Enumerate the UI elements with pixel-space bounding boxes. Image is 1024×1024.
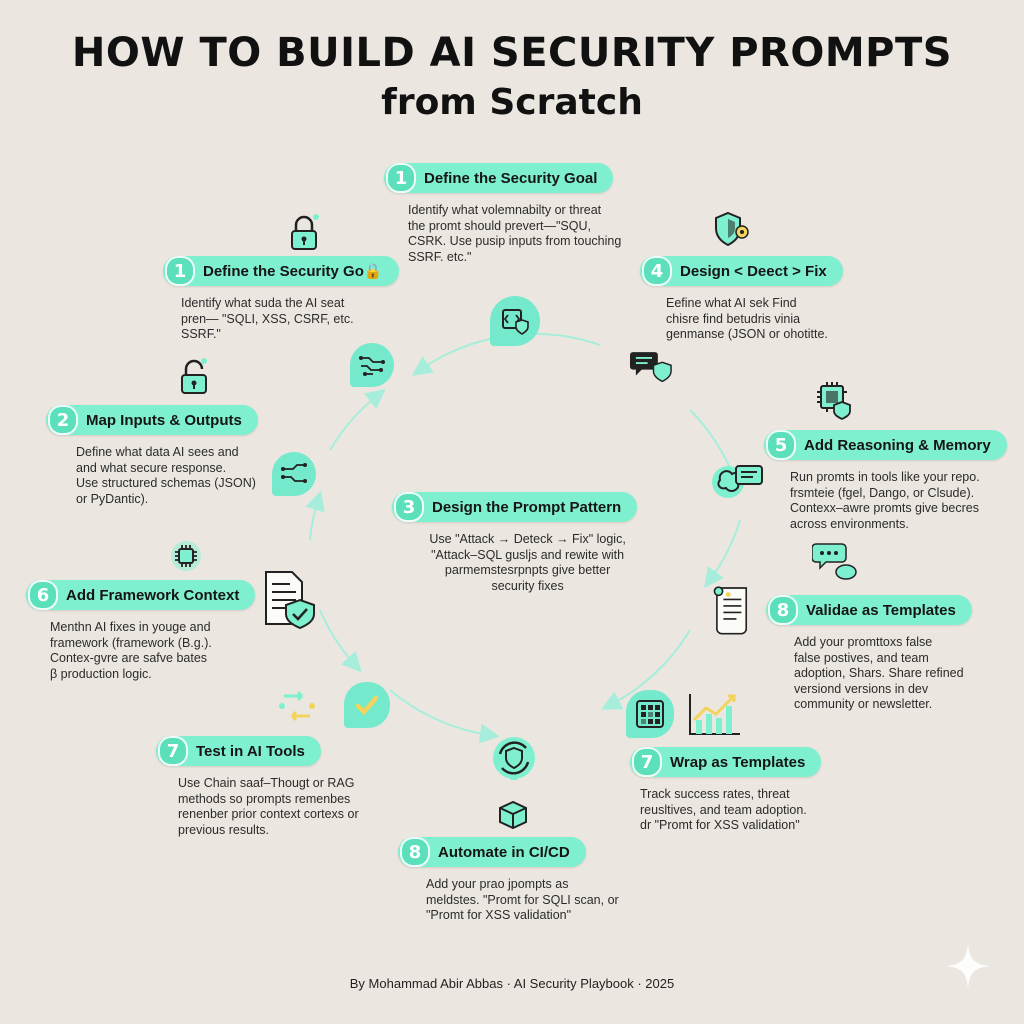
step-label: Validae as Templates: [806, 601, 956, 619]
step-number: 1: [386, 163, 416, 193]
checkmark-icon: [355, 695, 379, 716]
step-description: Track success rates, threat reusltives, …: [640, 787, 807, 832]
ring-arc-left: [305, 490, 325, 541]
grid-icon: [636, 700, 664, 728]
step-number: 1: [165, 256, 195, 286]
step-description: Eefine what AI sek Find chisre find betu…: [666, 296, 828, 341]
scroll-bubble: [712, 586, 756, 635]
ring-arc-bottom-right: [601, 629, 691, 710]
step-number: 7: [632, 747, 662, 777]
step-wrap-templates: 7 Wrap as Templates Track success rates, …: [630, 747, 822, 834]
page-title: HOW TO BUILD AI SECURITY PROMPTS: [71, 30, 953, 76]
document-shield-icon: [265, 571, 315, 630]
step-number: 3: [394, 492, 424, 522]
step-description: Add your promttoxs false false postives,…: [794, 635, 964, 711]
step-label: Map Inputs & Outputs: [86, 411, 242, 429]
step-number: 8: [400, 837, 430, 867]
step-define-security-goal-alt: 1 Define the Security Go🔒 Identify what s…: [163, 256, 399, 343]
package-icon: [499, 800, 527, 830]
step-label: Design < Deect > Fix: [680, 262, 827, 280]
footer-credit: By Mohammad Abir Abbas · AI Security Pla…: [349, 976, 675, 991]
step-validate-templates: 8 Validae as Templates Add your promttoxs…: [766, 595, 972, 713]
chip-shield-icon: [817, 382, 851, 420]
page-subtitle: from Scratch: [381, 82, 643, 123]
circuit-bubble: [350, 343, 394, 387]
ring-arc-bottom: [389, 689, 500, 744]
step-label: Define the Security Goal: [424, 169, 598, 187]
step-description: Use "Attack → Deteck → Fix" logic, "Atta…: [429, 532, 626, 593]
scroll-icon: [713, 586, 748, 635]
step-label: Add Reasoning & Memory: [804, 436, 991, 454]
chat-shield-icon: [630, 352, 672, 383]
step-define-security-goal: 1 Define the Security Goal Identify what …: [384, 163, 621, 265]
shield-cycle-icon: [493, 737, 535, 780]
lock-icon: [291, 214, 319, 250]
step-number: 5: [766, 430, 796, 460]
growth-chart-icon: [689, 694, 740, 735]
ring-arc-top-left: [329, 388, 386, 451]
step-description: Use Chain saaf–Thougt or RAG methods so …: [178, 776, 359, 837]
grid-bubble: [626, 690, 674, 738]
chip-icon: [171, 541, 201, 571]
step-label: Add Framework Context: [66, 586, 240, 604]
recycle-icon: [279, 690, 315, 722]
shield-gear-icon: [715, 211, 749, 247]
step-description: Run promts in tools like your repo. frsm…: [790, 470, 980, 531]
chat-shield-bubble: [630, 344, 674, 388]
step-add-framework-context: 6 Add Framework Context Menthn AI fixes i…: [26, 580, 256, 682]
step-description: Identify what volemnabilty or threat the…: [408, 203, 622, 264]
step-label: Wrap as Templates: [670, 753, 806, 771]
step-number: 4: [642, 256, 672, 286]
step-description: Add your prao jpompts as meldstes. "Prom…: [426, 877, 619, 922]
step-description: Menthn AI fixes in youge and framework (…: [50, 620, 212, 681]
ring-arc-right: [704, 519, 741, 589]
circuit-bubble-2: [272, 452, 316, 496]
circuit-icon: [359, 356, 385, 376]
step-automate-ci-cd: 8 Automate in CI/CD Add your prao jpompts…: [398, 837, 619, 924]
step-number: 2: [48, 405, 78, 435]
step-number: 6: [28, 580, 58, 610]
step-description: Identify what suda the AI seat pre­n— "S…: [181, 296, 354, 341]
step-label: Design the Prompt Pattern: [432, 498, 622, 516]
step-test-ai-tools: 7 Test in AI Tools Use Chain saaf–Thougt …: [156, 736, 359, 838]
circuit-icon: [281, 463, 307, 483]
checkmark-bubble: [344, 682, 390, 728]
open-lock-icon: [181, 358, 207, 394]
step-design-prompt-pattern: 3 Design the Prompt Pattern Use "Attack →…: [392, 492, 638, 594]
step-add-reasoning-memory: 5 Add Reasoning & Memory Run promts in to…: [764, 430, 1007, 532]
sparkle-icon: [946, 944, 990, 988]
step-label: Define the Security Go🔒: [203, 263, 383, 280]
step-label: Automate in CI/CD: [438, 843, 570, 861]
code-shield-icon: [502, 309, 529, 335]
step-number: 7: [158, 736, 188, 766]
step-map-inputs-outputs: 2 Map Inputs & Outputs Define what data A…: [46, 405, 258, 507]
step-design-detect-fix: 4 Design < Deect > Fix Eefine what AI sek…: [640, 256, 843, 343]
chat-bubbles-icon: [812, 543, 857, 580]
step-description: Define what data AI sees and and what se…: [76, 445, 256, 506]
step-label: Test in AI Tools: [196, 742, 305, 760]
brain-chat-icon: [712, 465, 763, 498]
code-shield-bubble: [490, 296, 540, 346]
step-number: 8: [768, 595, 798, 625]
ring-arc-left-bottom: [319, 609, 362, 673]
